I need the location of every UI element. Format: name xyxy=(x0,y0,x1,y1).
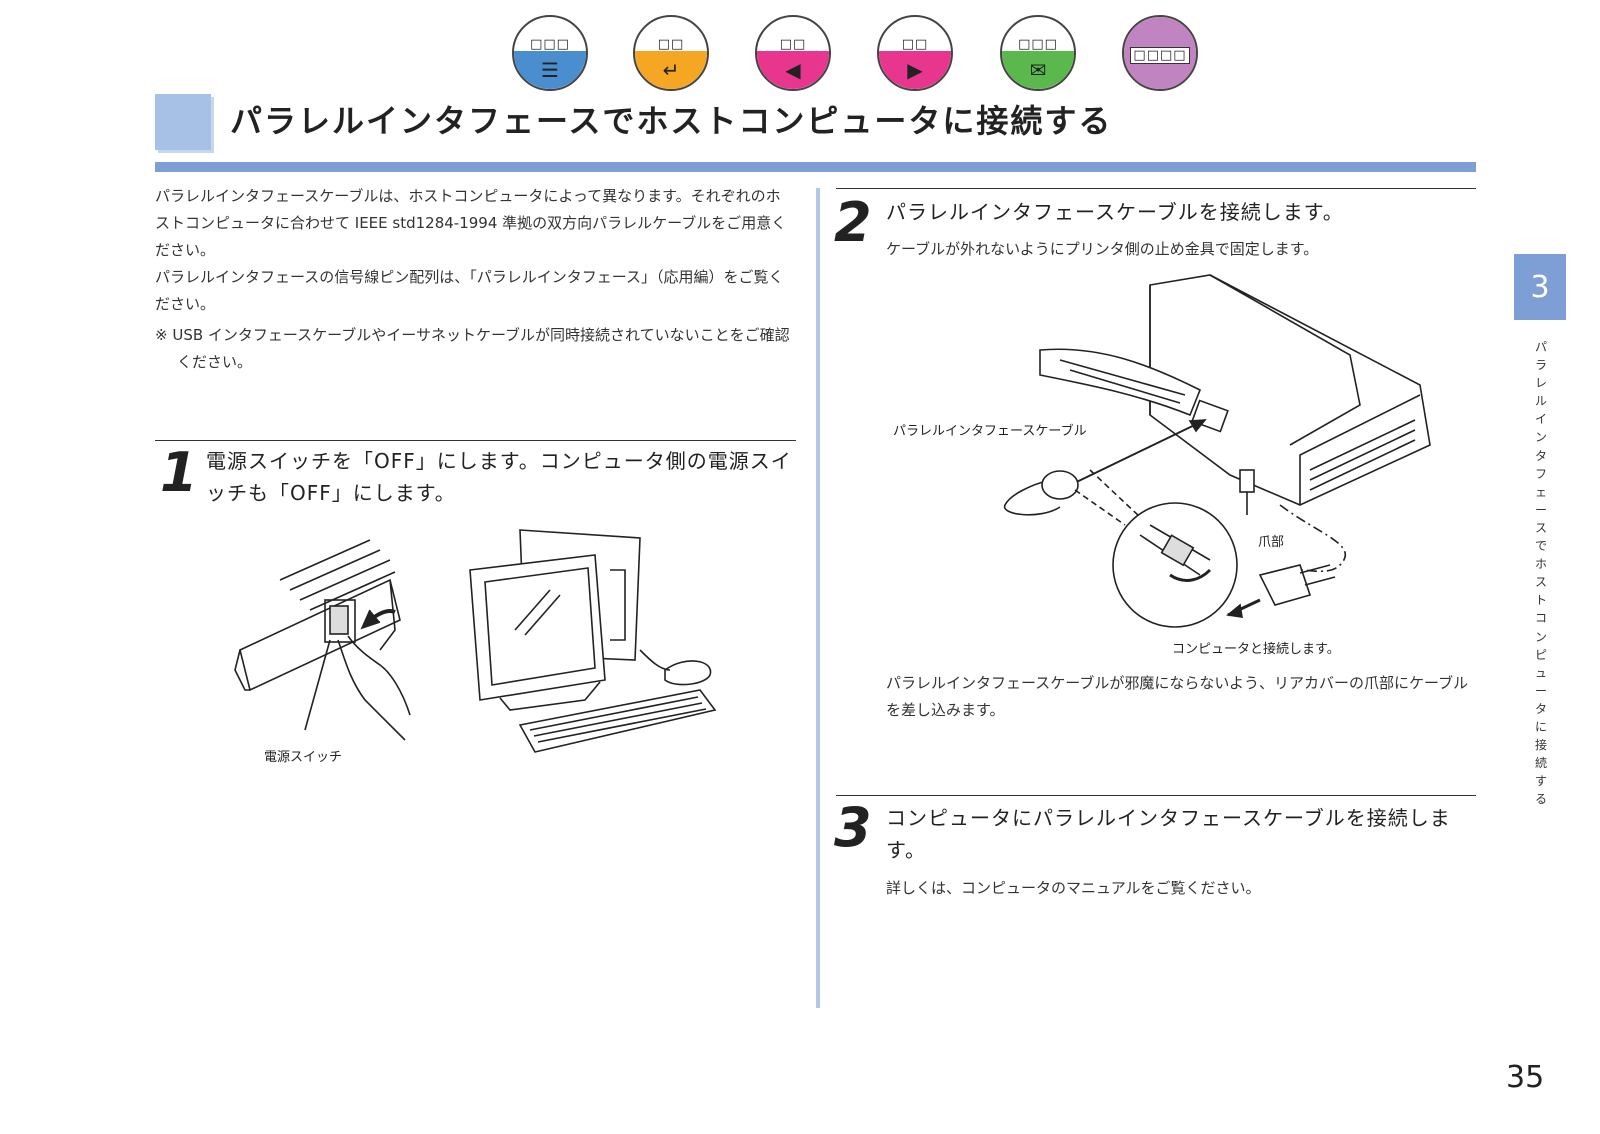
book-icon: ✉ xyxy=(1029,58,1047,82)
power-switch-illustration xyxy=(234,539,411,741)
chapter-side-title: パラレルインタフェースでホストコンピュータに接続する xyxy=(1534,340,1547,807)
nav-button-label: □□ xyxy=(901,37,929,52)
return-icon: ↵ xyxy=(662,58,680,82)
step-3-rule xyxy=(836,795,1476,796)
title-marker xyxy=(155,94,211,150)
arrow-right-icon: ▶ xyxy=(907,58,923,82)
title-rule xyxy=(155,162,1476,172)
page-number: 35 xyxy=(1506,1060,1545,1095)
arrow-left-icon: ◀ xyxy=(785,58,801,82)
nav-button-label: □□□ xyxy=(1018,37,1058,52)
nav-button-label: □□ xyxy=(657,37,685,52)
step-1-rule xyxy=(155,440,796,441)
step-1-text: 電源スイッチを「OFF」にします。コンピュータ側の電源スイッチも「OFF」にしま… xyxy=(206,449,792,505)
printer-cable-illustration xyxy=(1004,274,1431,628)
intro-paragraph-1: パラレルインタフェースケーブルは、ホストコンピュータによって異なります。それぞれ… xyxy=(155,187,787,259)
power-switch-label: 電源スイッチ xyxy=(264,750,343,765)
nav-button-5[interactable]: ✉ □□□ xyxy=(1000,15,1076,91)
nav-button-6[interactable]: □□□□ xyxy=(1122,15,1198,91)
step-2-number: 2 xyxy=(834,191,872,254)
step-2-detail: ケーブルが外れないようにプリンタ側の止め金具で固定します。 xyxy=(886,240,1319,258)
nav-button-label: □□□□ xyxy=(1130,46,1190,64)
connect-label: コンピュータと接続します。 xyxy=(1172,642,1340,657)
nav-button-label: □□ xyxy=(779,37,807,52)
page-title: パラレルインタフェースでホストコンピュータに接続する xyxy=(230,102,1113,140)
step-2-after-text: パラレルインタフェースケーブルが邪魔にならないよう、リアカバーの爪部にケーブルを… xyxy=(886,674,1469,719)
step-1-number: 1 xyxy=(160,441,198,504)
step-2-rule xyxy=(836,188,1476,189)
cable-label: パラレルインタフェースケーブル xyxy=(893,424,1087,439)
nav-button-label: □□□ xyxy=(530,37,570,52)
step-3-number: 3 xyxy=(834,796,872,859)
step-3-text: コンピュータにパラレルインタフェースケーブルを接続します。 xyxy=(886,806,1451,862)
nav-button-4[interactable]: ▶ □□ xyxy=(877,15,953,91)
nav-button-3[interactable]: ◀ □□ xyxy=(755,15,831,91)
nav-button-2[interactable]: ↵ □□ xyxy=(633,15,709,91)
claw-label: 爪部 xyxy=(1258,535,1285,550)
computer-illustration xyxy=(469,529,717,753)
step-2-text: パラレルインタフェースケーブルを接続します。 xyxy=(886,200,1344,224)
column-divider xyxy=(816,188,820,1008)
intro-note: ※ USB インタフェースケーブルやイーサネットケーブルが同時接続されていないこ… xyxy=(155,326,790,371)
chapter-tab[interactable]: 3 xyxy=(1514,254,1566,320)
nav-button-1[interactable]: ☰ □□□ xyxy=(512,15,588,91)
intro-paragraph-2: パラレルインタフェースの信号線ピン配列は、「パラレルインタフェース」（応用編）を… xyxy=(155,268,784,313)
document-icon: ☰ xyxy=(541,58,559,82)
step-3-detail: 詳しくは、コンピュータのマニュアルをご覧ください。 xyxy=(886,879,1261,897)
